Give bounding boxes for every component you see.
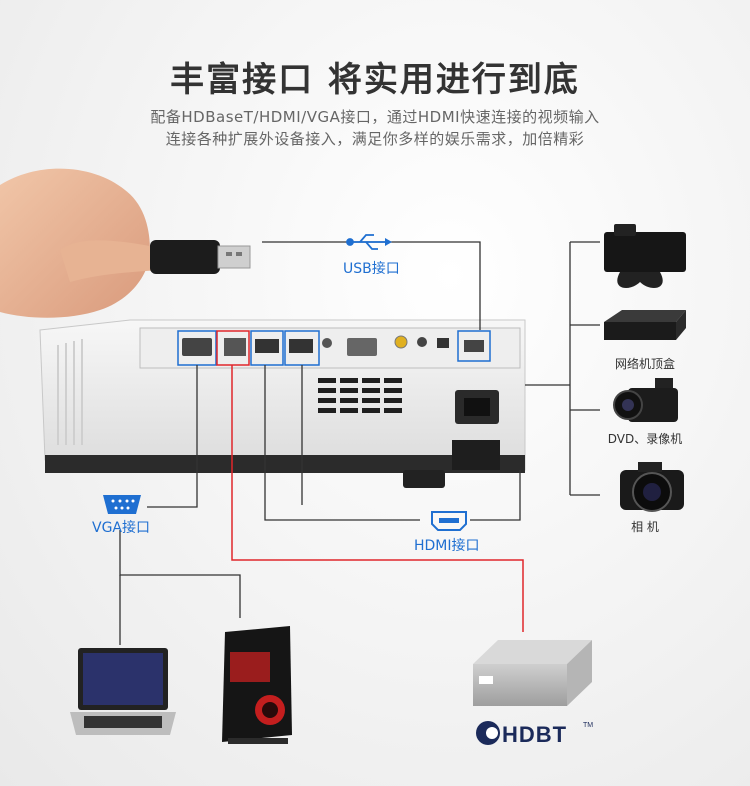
vga-port-label: VGA接口 <box>92 520 151 536</box>
hdbt-logo-text: HDBT <box>502 722 568 747</box>
camera-icon <box>620 462 684 512</box>
tv-box-label: 网络机顶盒 <box>614 357 675 371</box>
vga-port-icon <box>103 495 141 514</box>
hdbt-logo <box>476 721 500 745</box>
usb-port-label: USB接口 <box>343 261 400 277</box>
laptop-icon <box>70 648 176 735</box>
hdmi-port-icon <box>431 511 467 531</box>
camcorder-label: DVD、录像机 <box>607 432 683 446</box>
hdmi-port-label: HDMI接口 <box>414 538 480 554</box>
page-title: 丰富接口 将实用进行到底 <box>170 60 580 100</box>
hdbaset-extender-icon <box>473 640 592 706</box>
projector <box>39 319 526 488</box>
game-console-icon <box>604 224 686 288</box>
subtitle-line-2: 连接各种扩展外设备接入，满足你多样的娱乐需求，加倍精彩 <box>165 130 585 148</box>
hdbt-trademark: TM <box>583 722 594 729</box>
usb-icon <box>346 234 392 250</box>
camcorder-icon <box>613 378 678 422</box>
tv-box-icon <box>604 310 686 340</box>
subtitle-line-1: 配备HDBaseT/HDMI/VGA接口，通过HDMI快速连接的视频输入 <box>150 108 600 126</box>
desktop-pc-icon <box>222 626 292 744</box>
hand-holding-usb <box>0 168 251 318</box>
camera-label: 相 机 <box>631 520 659 534</box>
